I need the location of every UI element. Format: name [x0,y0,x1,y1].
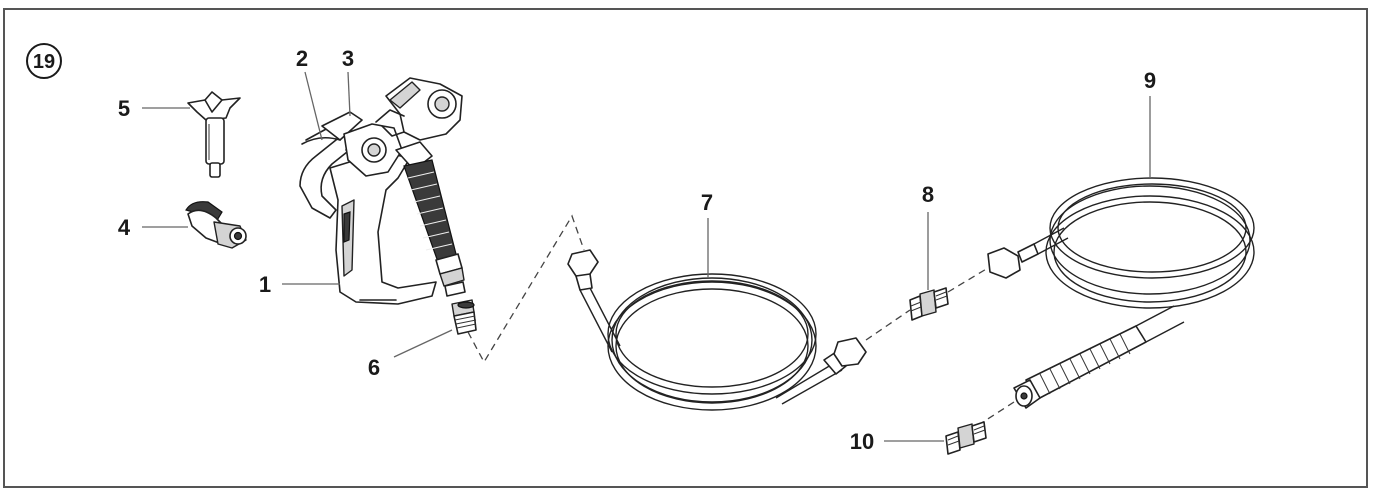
step-number-badge: 19 [26,43,62,79]
connection-7-8 [865,309,911,341]
connection-6-7 [467,214,585,364]
callout-9: 9 [1144,68,1156,93]
whip-hose-drawing [567,249,867,411]
step-number: 19 [33,51,55,73]
callout-8: 8 [922,182,934,207]
leader-3 [347,71,351,117]
callout-3: 3 [342,46,354,71]
callout-1: 1 [259,272,271,297]
spray-gun-drawing [299,77,466,305]
callout-2: 2 [296,46,308,71]
leader-2 [304,71,323,141]
pump-outlet-fitting-drawing [945,421,987,455]
callout-7: 7 [701,190,713,215]
connection-9-10 [979,401,1015,425]
spray-tip-drawing [187,91,241,178]
callout-5: 5 [118,96,130,121]
tip-guard-drawing [185,201,247,249]
airless-hose-drawing [987,177,1255,409]
callout-10: 10 [850,429,874,454]
connection-8-9 [947,267,989,293]
swivel-fitting-drawing [451,299,477,335]
hose-coupler-drawing [909,287,949,321]
callout-6: 6 [368,355,380,380]
leader-6 [393,329,453,358]
callout-4: 4 [118,215,131,240]
